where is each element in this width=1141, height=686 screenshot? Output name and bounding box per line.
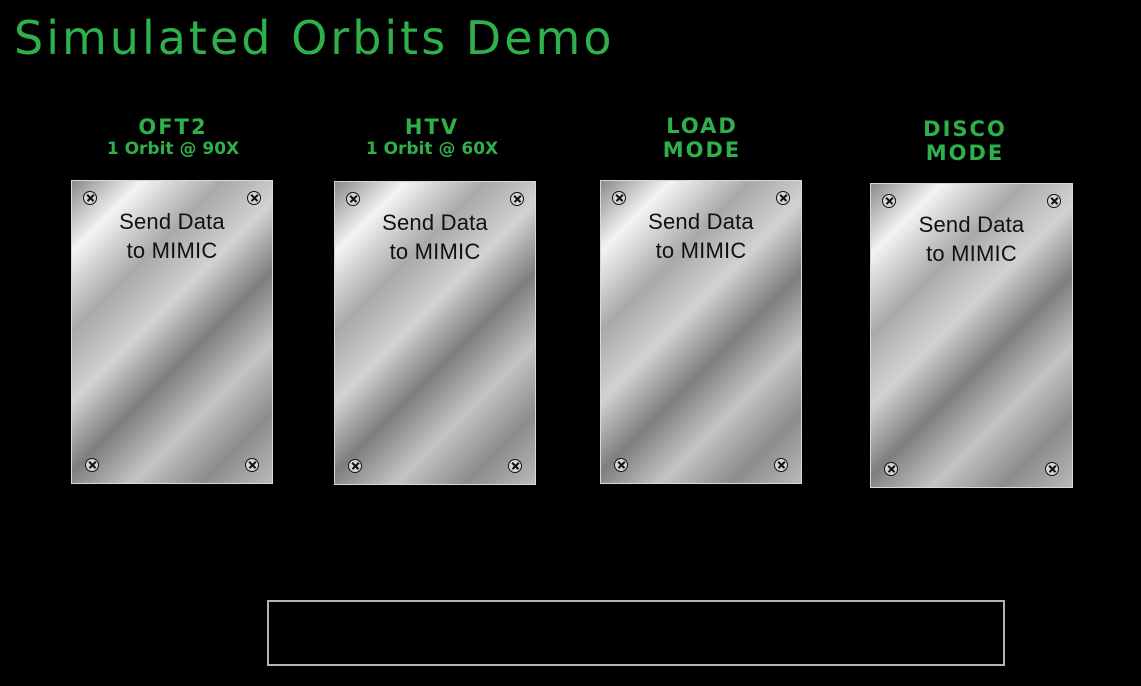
send-data-line2: to MIMIC [389, 239, 481, 264]
screw-icon [508, 459, 522, 473]
load-mode-header: LOAD MODE [592, 114, 812, 162]
htv-header: HTV 1 Orbit @ 60X [322, 115, 542, 159]
screw-icon [614, 458, 628, 472]
send-data-label: Send Data to MIMIC [72, 207, 272, 265]
screw-icon [346, 192, 360, 206]
page-title: Simulated Orbits Demo [14, 11, 615, 65]
disco-mode-header: DISCO MODE [855, 117, 1075, 165]
htv-sublabel: 1 Orbit @ 60X [365, 139, 499, 159]
send-data-line2: to MIMIC [655, 238, 747, 263]
screw-icon [774, 458, 788, 472]
screw-icon [247, 191, 261, 205]
oft2-send-data-button[interactable]: Send Data to MIMIC [71, 180, 273, 484]
send-data-line1: Send Data [119, 209, 225, 234]
disco-mode-label: DISCO [923, 117, 1007, 141]
status-display [267, 600, 1005, 666]
send-data-line2: to MIMIC [126, 238, 218, 263]
screw-icon [245, 458, 259, 472]
screw-icon [1047, 194, 1061, 208]
screw-icon [83, 191, 97, 205]
htv-label: HTV [404, 115, 460, 139]
send-data-label: Send Data to MIMIC [601, 207, 801, 265]
load-mode-label: LOAD [666, 114, 738, 138]
load-mode-send-data-button[interactable]: Send Data to MIMIC [600, 180, 802, 484]
oft2-sublabel: 1 Orbit @ 90X [106, 139, 240, 159]
screw-icon [1045, 462, 1059, 476]
disco-mode-send-data-button[interactable]: Send Data to MIMIC [870, 183, 1073, 488]
load-mode-sublabel: MODE [662, 138, 742, 162]
screw-icon [884, 462, 898, 476]
send-data-line1: Send Data [918, 212, 1025, 237]
oft2-label: OFT2 [138, 115, 208, 139]
send-data-line2: to MIMIC [926, 241, 1017, 266]
send-data-label: Send Data to MIMIC [871, 210, 1072, 268]
send-data-line1: Send Data [648, 209, 754, 234]
send-data-label: Send Data to MIMIC [335, 208, 535, 266]
disco-mode-sublabel: MODE [925, 141, 1005, 165]
screw-icon [510, 192, 524, 206]
htv-send-data-button[interactable]: Send Data to MIMIC [334, 181, 536, 485]
screw-icon [776, 191, 790, 205]
screw-icon [85, 458, 99, 472]
screw-icon [882, 194, 896, 208]
screw-icon [612, 191, 626, 205]
send-data-line1: Send Data [382, 210, 488, 235]
screw-icon [348, 459, 362, 473]
oft2-header: OFT2 1 Orbit @ 90X [63, 115, 283, 159]
